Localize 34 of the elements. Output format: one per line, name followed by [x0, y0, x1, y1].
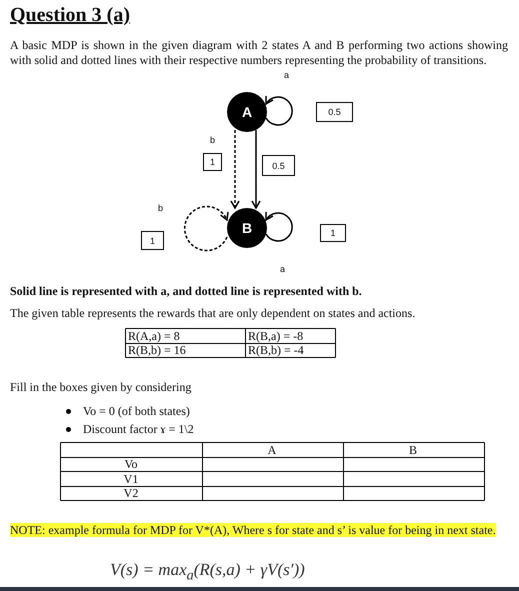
- formula: V(s) = max$_{a}$(R(s,a) + γV(s′)): [110, 559, 305, 586]
- probability-label: 0.5: [316, 102, 353, 122]
- instruction-text: Fill in the boxes given by considering: [10, 380, 192, 394]
- column-header: B: [409, 443, 417, 457]
- arrow: [265, 95, 293, 126]
- title: Question 3 (a): [10, 4, 130, 27]
- description-text: The given table represents the rewards that are only dependent on states and actions.: [10, 306, 416, 320]
- column-header: A: [268, 443, 276, 457]
- state-circle: A: [227, 92, 267, 132]
- action-label: a: [280, 264, 286, 274]
- arrow: [265, 211, 293, 242]
- table-cell: R(B,a) = -8: [248, 329, 304, 343]
- list-item: Vo = 0 (of both states): [83, 404, 190, 418]
- probability-label: 0.5: [262, 155, 295, 176]
- list-item: Discount factor ɤ = 1\2: [83, 422, 194, 436]
- action-label: a: [284, 70, 290, 80]
- table-cell: R(A,a) = 8: [128, 329, 180, 343]
- action-label: b: [210, 135, 216, 145]
- highlighted-note: NOTE: example formula for MDP for V*(A), Where s for state and s’ is value for being in next state.: [10, 523, 496, 537]
- probability-label: 1: [141, 231, 164, 250]
- table-cell: R(B,b) = 16: [128, 343, 186, 357]
- row-header: Vo: [124, 457, 138, 471]
- row-header: V2: [124, 486, 138, 500]
- note-text: Solid line is represented with a, and dotted line is represented with b.: [10, 284, 362, 298]
- probability-label: 1: [203, 153, 222, 171]
- arrow: [251, 130, 261, 209]
- dotted-arrow: [184, 206, 228, 252]
- state-circle: B: [227, 208, 267, 248]
- intro-paragraph: A basic MDP is shown in the given diagram with 2 states A and B performing two actions showing with solid and dotted lines with their respective numbers representing the probability of transitions.: [10, 38, 508, 68]
- table-cell: R(B,b) = -4: [248, 343, 304, 357]
- row-header: V1: [124, 472, 138, 486]
- dotted-arrow: [230, 130, 240, 209]
- action-label: b: [158, 203, 164, 213]
- probability-label: 1: [320, 224, 346, 242]
